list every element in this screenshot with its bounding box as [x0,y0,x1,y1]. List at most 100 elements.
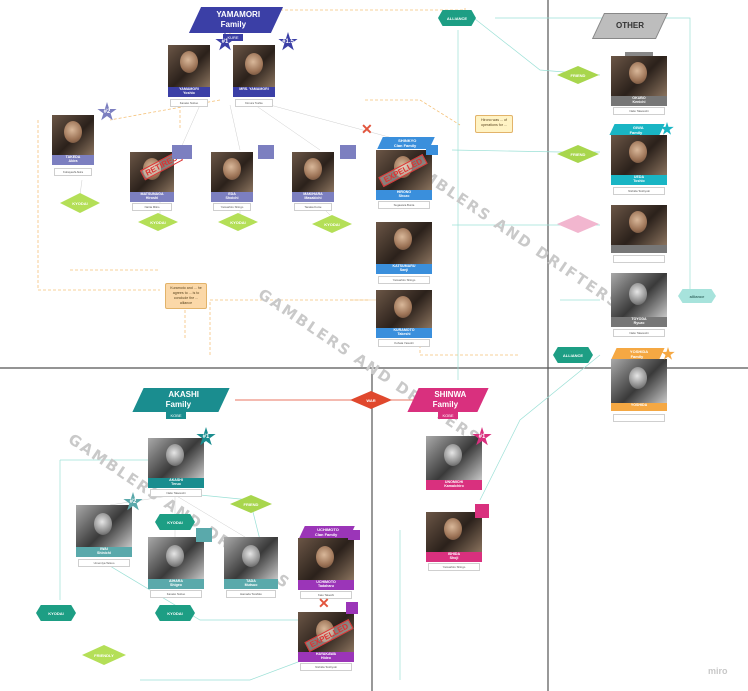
family-sub: Family [432,400,459,409]
actor-note: Sugawara Bunta [378,201,430,209]
character-name: UNOMICHI [444,480,464,484]
character-name: TOYODA [631,317,647,321]
friend-tag[interactable]: FRIEND [557,66,599,84]
character-name: KATSUMARU [392,264,416,268]
character-name: HIRONO [396,190,412,194]
character-card[interactable]: MRS. YAMAMORI Kimura Toshie [233,45,275,107]
alliance-tag[interactable]: ALLIANCE [553,347,593,363]
character-given: Shozo [398,194,410,199]
friend-tag[interactable]: FRIEND [230,495,272,513]
character-name: UCHIMOTO [316,580,336,584]
kyodai-tag[interactable]: KYODAI [36,605,76,621]
character-given: Yoshio [183,91,195,96]
friend-tag[interactable]: FRIEND [557,145,599,163]
actor-note: Hamada Torahiko [226,590,276,598]
note-sticky[interactable]: Kuramoto and ... he agrees to ... is to … [165,283,207,309]
name-band: YOSHIDA [611,403,667,411]
character-photo [168,45,210,87]
kyodai-tag[interactable]: KYODAI [218,213,258,231]
character-photo [76,505,132,547]
side-tile [340,145,356,159]
actor-note: Kaneko Nobuo [170,99,208,107]
character-name: OKUBO [632,96,646,100]
character-photo [611,56,667,96]
family-name: YAMAMORI [216,10,261,19]
character-photo [298,538,354,580]
character-photo [376,150,432,190]
actor-note: Kato Takeshi [300,591,352,599]
character-name: EDA [228,192,236,196]
alliance-note[interactable]: alliance [678,289,716,303]
character-name: ISHIDA [447,552,461,556]
character-photo [376,222,432,264]
character-name: TADA [246,579,256,583]
shinwa-tag: KOBE [438,412,458,419]
character-given: Hideo [321,656,331,661]
note-sticky[interactable]: Hirono was ... of operations for ... [475,115,513,133]
character-name: YAMAMORI [179,87,199,91]
kyodai-tag[interactable]: KYODAI [60,193,100,213]
character-card[interactable] [611,205,667,263]
family-sub: Family [220,20,247,29]
character-card[interactable]: YOSHIDA [611,359,667,423]
actor-note: Yamashiro Shingo [213,203,251,211]
actor-note: Umemiya Tatsuo [78,559,130,567]
character-given: Takeshi [397,332,411,337]
family-name: OTHER [616,21,644,30]
friendly-tag[interactable]: FRIENDLY [82,645,126,665]
giwa-family-header[interactable]: GIWA Family [609,124,665,135]
uchimoto-clan-header[interactable]: UCHIMOTO Clan Family [299,526,355,538]
akashi-family-header[interactable]: AKASHI Family [132,388,230,412]
enemy-tag[interactable] [557,215,599,233]
clan-sub: Clan Family [314,532,338,537]
actor-note: Nishida Toshiyuki [613,187,665,195]
character-photo [148,537,204,579]
alliance-tag[interactable]: ALLIANCE [438,10,476,26]
family-sub: Family [629,129,643,135]
other-family-header[interactable]: OTHER [591,13,669,39]
character-photo [611,359,667,403]
family-sub: Family [165,400,192,409]
kyodai-tag[interactable]: KYODAI [138,213,178,231]
war-tag[interactable]: WAR [350,391,392,409]
kyodai-tag[interactable]: KYODAI [155,605,195,621]
kyodai-tag[interactable]: KYODAI [312,215,352,233]
character-name: TAKEDA [65,155,81,159]
side-tile [426,145,438,155]
yamamori-family-header[interactable]: YAMAMORI Family [188,7,284,33]
yoshida-family-header[interactable]: YOSHIDA Family [611,348,665,359]
shinwa-family-header[interactable]: SHINWA Family [407,388,489,412]
kyodai-tag[interactable]: KYODAI [155,514,195,530]
family-name: GIWA [632,124,644,130]
cross-mark-icon: ✕ [318,595,330,611]
mini-tag [625,52,653,56]
cross-mark-icon: ✕ [361,121,373,137]
